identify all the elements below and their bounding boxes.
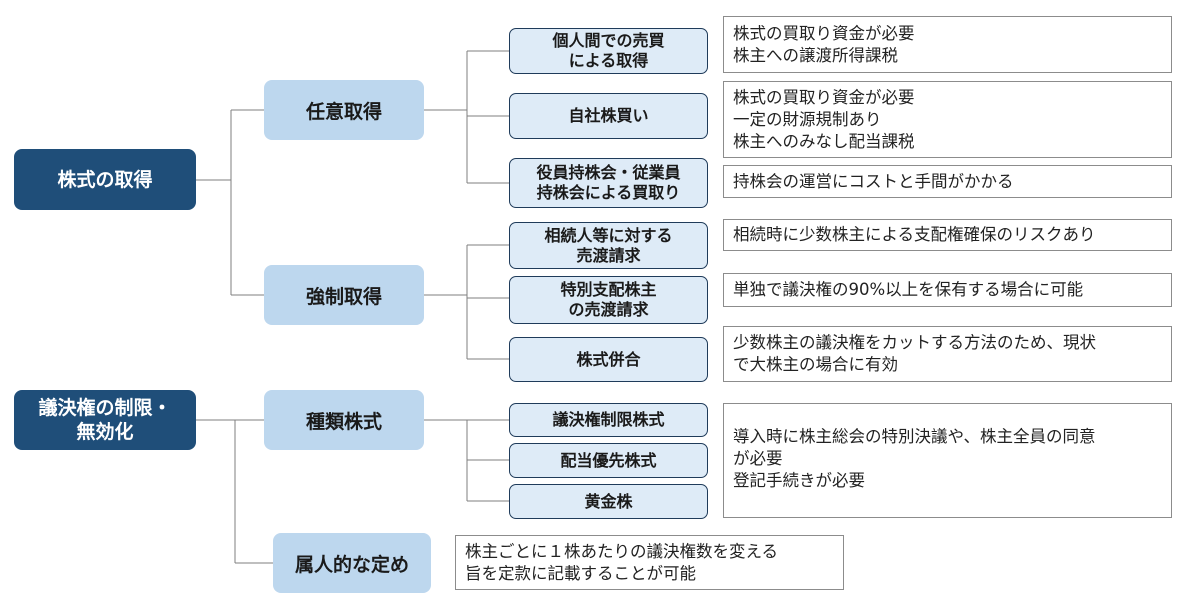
method-reverse-split: 株式併合 — [509, 337, 708, 382]
method-inheritance-demand: 相続人等に対する 売渡請求 — [509, 222, 708, 269]
category-voluntary-label: 任意取得 — [305, 100, 382, 123]
root-voting-restriction-label: 議決権の制限・ 無効化 — [38, 397, 172, 443]
method-esop: 役員持株会・従業員 持株会による買取り — [509, 158, 708, 208]
category-class-shares-label: 種類株式 — [305, 410, 382, 433]
note-inheritance-demand: 相続時に少数株主による支配権確保のリスクあり — [723, 219, 1172, 251]
note-squeeze-out: 単独で議決権の90%以上を保有する場合に可能 — [723, 273, 1172, 307]
method-restricted-voting-shares-label: 議決権制限株式 — [552, 410, 665, 429]
method-restricted-voting-shares: 議決権制限株式 — [509, 403, 708, 437]
category-voluntary: 任意取得 — [264, 80, 424, 140]
root-share-acquisition: 株式の取得 — [14, 149, 196, 210]
note-treasury-purchase: 株式の買取り資金が必要 一定の財源規制あり 株主へのみなし配当課税 — [723, 81, 1172, 158]
root-voting-restriction: 議決権の制限・ 無効化 — [14, 390, 196, 450]
method-squeeze-out: 特別支配株主 の売渡請求 — [509, 276, 708, 324]
note-class-shares: 導入時に株主総会の特別決議や、株主全員の同意 が必要 登記手続きが必要 — [723, 403, 1172, 518]
method-golden-share-label: 黄金株 — [584, 491, 633, 511]
method-esop-label: 役員持株会・従業員 持株会による買取り — [536, 163, 681, 202]
method-golden-share: 黄金株 — [509, 484, 708, 519]
category-personal-provision: 属人的な定め — [273, 533, 431, 593]
category-compulsory: 強制取得 — [264, 265, 424, 325]
method-individual-sale-label: 個人間での売買 による取得 — [552, 31, 665, 70]
category-personal-provision-label: 属人的な定め — [294, 553, 409, 576]
root-share-acquisition-label: 株式の取得 — [57, 168, 153, 191]
method-preferred-dividend-shares: 配当優先株式 — [509, 443, 708, 478]
method-squeeze-out-label: 特別支配株主 の売渡請求 — [560, 280, 657, 319]
note-reverse-split: 少数株主の議決権をカットする方法のため、現状 で大株主の場合に有効 — [723, 326, 1172, 382]
method-treasury-purchase: 自社株買い — [509, 93, 708, 139]
category-compulsory-label: 強制取得 — [305, 285, 382, 308]
method-preferred-dividend-shares-label: 配当優先株式 — [560, 450, 657, 470]
note-esop: 持株会の運営にコストと手間がかかる — [723, 165, 1172, 198]
method-treasury-purchase-label: 自社株買い — [568, 106, 649, 125]
note-individual-sale: 株式の買取り資金が必要 株主への譲渡所得課税 — [723, 16, 1172, 73]
method-individual-sale: 個人間での売買 による取得 — [509, 28, 708, 74]
method-inheritance-demand-label: 相続人等に対する 売渡請求 — [544, 225, 673, 265]
category-class-shares: 種類株式 — [264, 390, 424, 450]
method-reverse-split-label: 株式併合 — [576, 349, 641, 369]
note-personal-provision: 株主ごとに１株あたりの議決権数を変える 旨を定款に記載することが可能 — [455, 535, 844, 590]
